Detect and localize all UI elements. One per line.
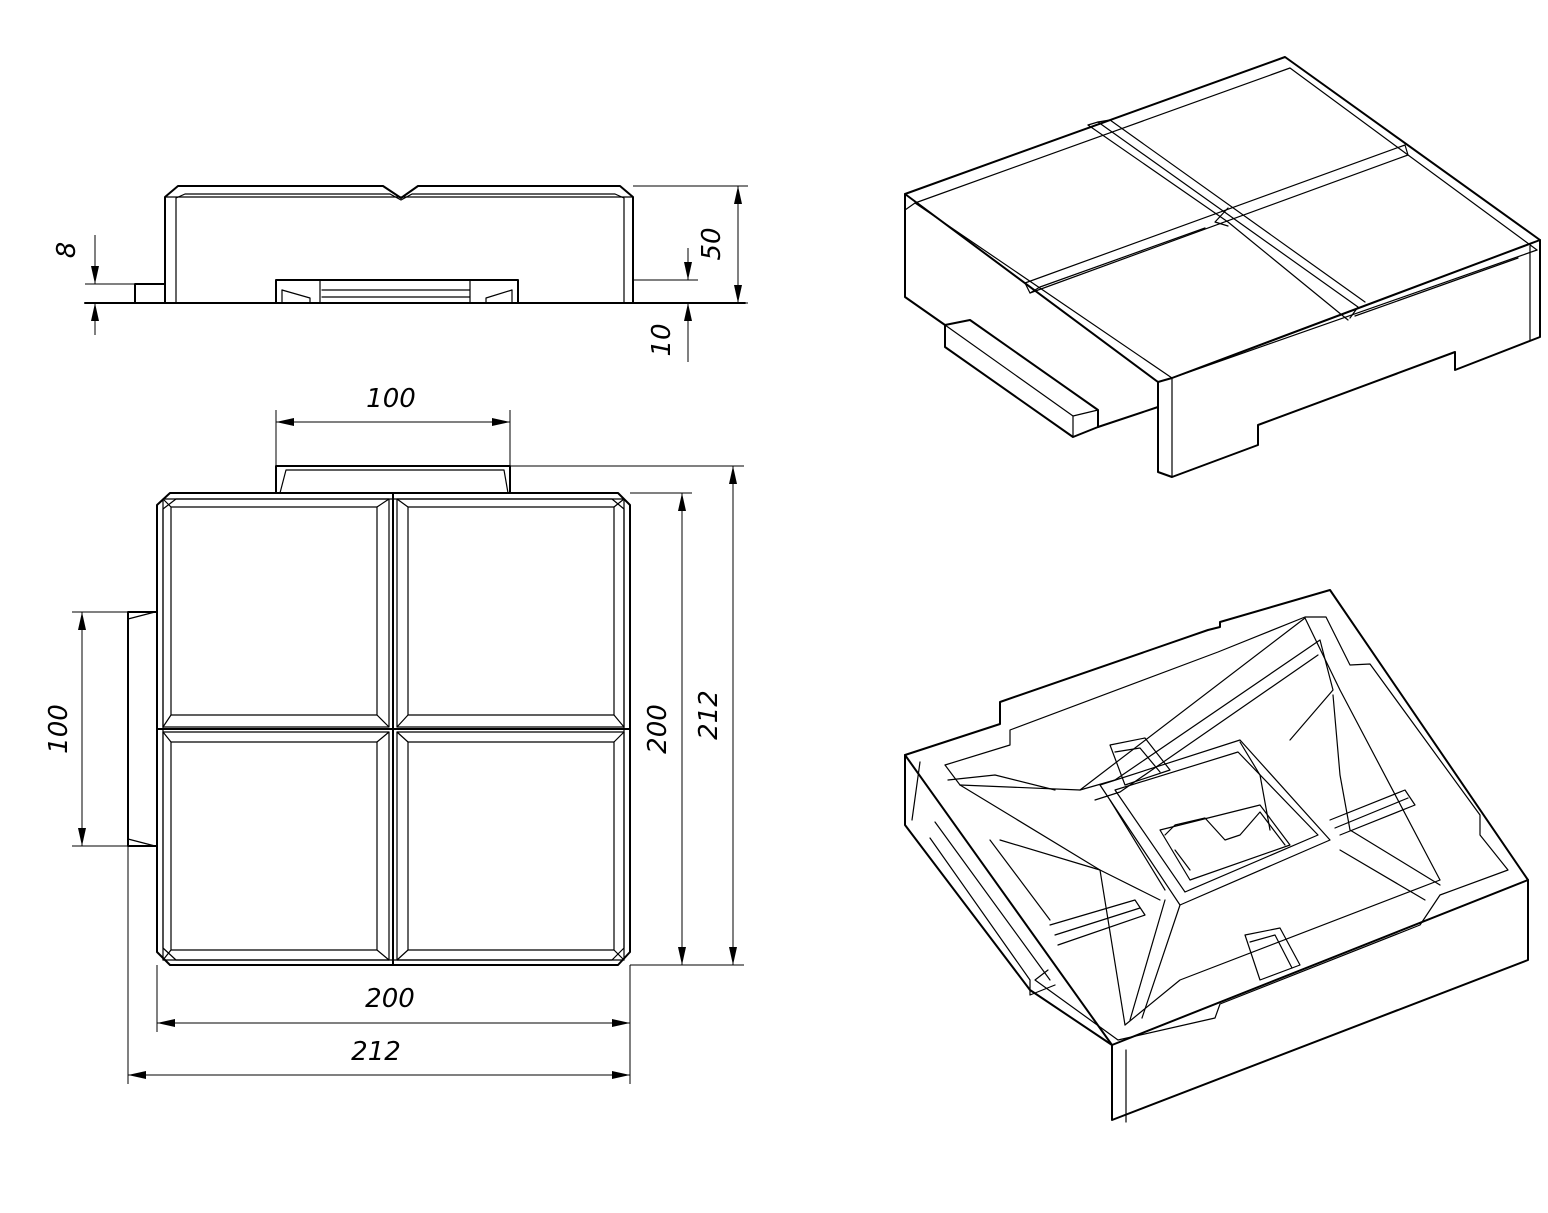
dim-arrow bbox=[684, 303, 692, 321]
top-tab-width-label: 100 bbox=[366, 384, 416, 414]
dim-arrow bbox=[612, 1071, 630, 1079]
quadrant-top-left bbox=[162, 498, 390, 728]
dim-arrow bbox=[91, 266, 99, 284]
dim-arrow bbox=[78, 828, 86, 846]
dim-arrow bbox=[91, 303, 99, 321]
dim-arrow bbox=[729, 947, 737, 965]
plan-view: 100 100 200 212 200 212 bbox=[44, 384, 744, 1084]
side-total-height-label: 50 bbox=[697, 227, 727, 260]
dim-arrow bbox=[734, 285, 742, 303]
dim-arrow bbox=[492, 418, 510, 426]
dim-arrow bbox=[678, 947, 686, 965]
inner-height-label: 200 bbox=[643, 704, 673, 754]
dim-arrow bbox=[157, 1019, 175, 1027]
dim-arrow bbox=[734, 186, 742, 204]
outer-width-label: 212 bbox=[351, 1037, 401, 1067]
dim-arrow bbox=[684, 262, 692, 280]
inner-width-label: 200 bbox=[365, 984, 415, 1014]
dim-arrow bbox=[729, 466, 737, 484]
side-lip-height-label: 8 bbox=[52, 242, 82, 259]
dim-arrow bbox=[678, 493, 686, 511]
dim-arrow bbox=[612, 1019, 630, 1027]
side-view: 8 50 10 bbox=[52, 185, 748, 362]
isometric-bottom-view bbox=[904, 589, 1529, 1123]
left-tab-length-label: 100 bbox=[44, 704, 74, 754]
dim-arrow bbox=[276, 418, 294, 426]
quadrant-bottom-right bbox=[396, 731, 625, 961]
outer-height-label: 212 bbox=[694, 690, 724, 740]
dim-arrow bbox=[78, 612, 86, 630]
quadrant-bottom-left bbox=[162, 731, 390, 961]
quadrant-top-right bbox=[396, 498, 625, 728]
side-foot-height-label: 10 bbox=[647, 323, 677, 356]
isometric-top-view bbox=[904, 56, 1541, 478]
dim-arrow bbox=[128, 1071, 146, 1079]
